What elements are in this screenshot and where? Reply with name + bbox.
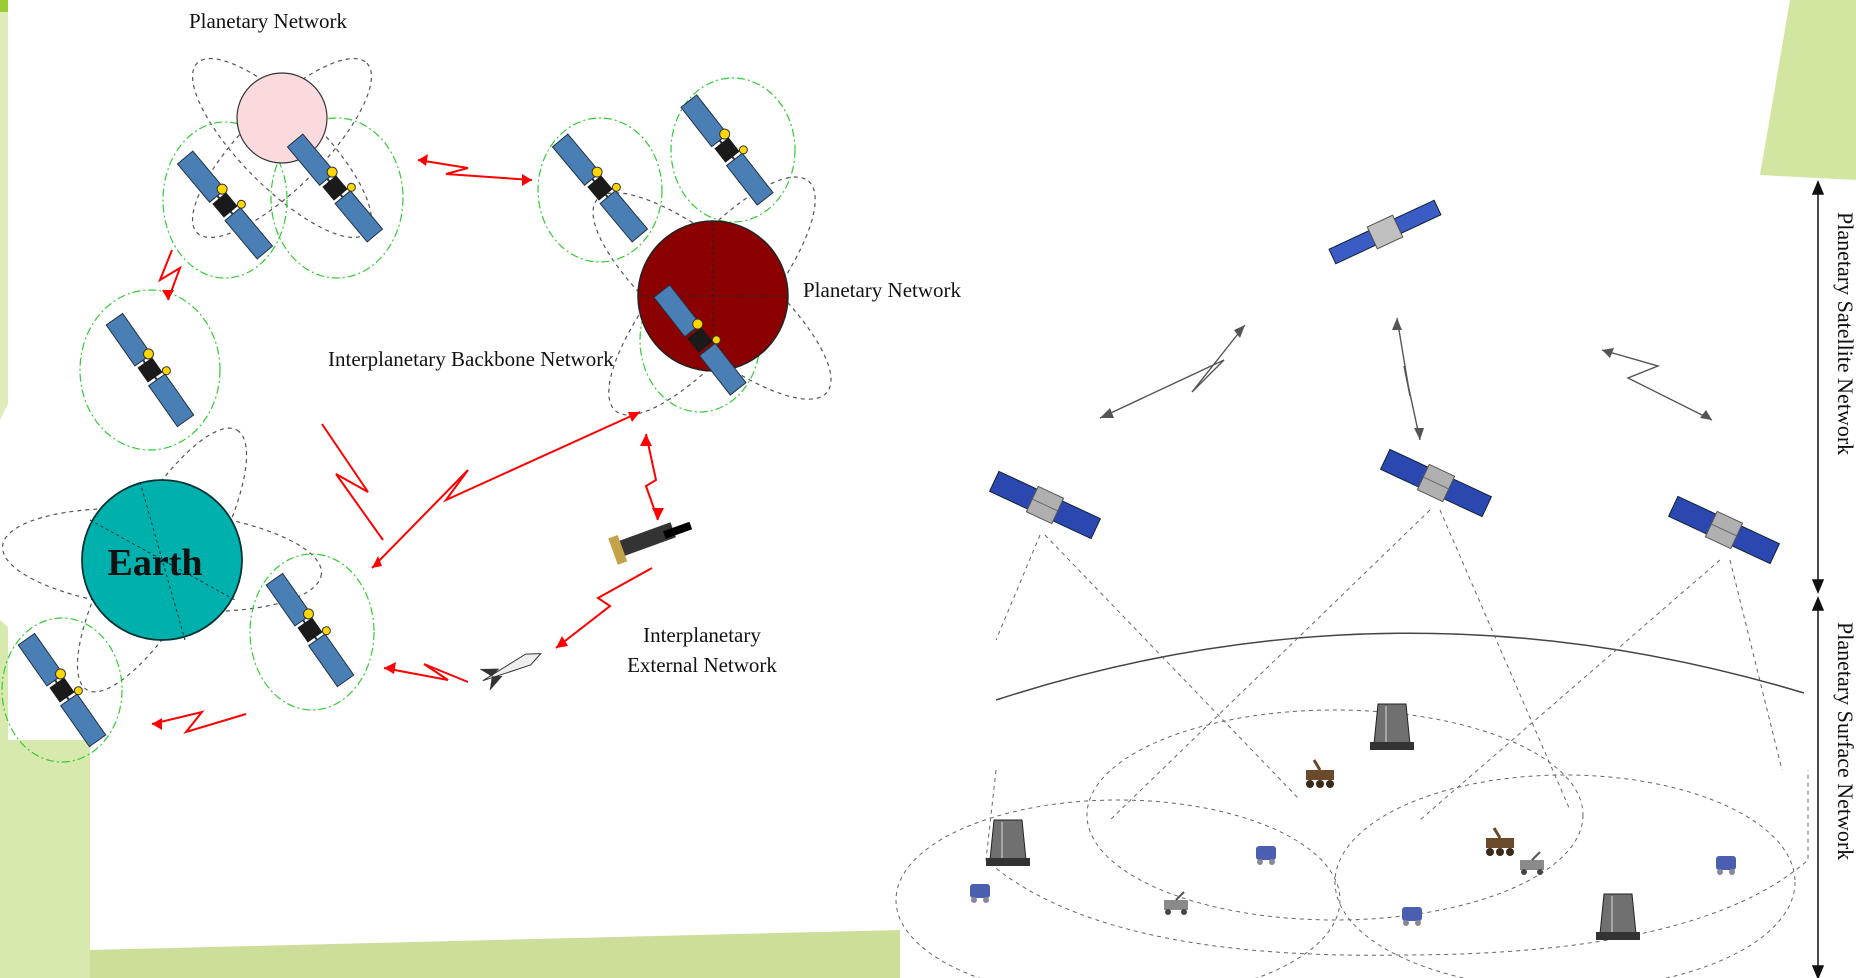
robot-icon <box>1519 851 1545 876</box>
external-network-label-line2: External Network <box>627 653 777 677</box>
coverage-beams <box>895 509 1809 978</box>
satellite-icon <box>1666 493 1782 567</box>
external-network-label-line1: Interplanetary <box>643 623 761 647</box>
backbone-network-label: Interplanetary Backbone Network <box>328 347 614 371</box>
planet-horizon <box>995 632 1805 701</box>
relay-arrowheads <box>1100 318 1712 440</box>
link-arrowheads <box>152 154 664 730</box>
planetary-network-top-label: Planetary Network <box>189 9 348 33</box>
satellite-network-label: Planetary Satellite Network <box>1833 212 1856 455</box>
rover-icon <box>1304 758 1336 790</box>
right-diagram: Planetary Satellite Network Planetary Su… <box>895 180 1856 978</box>
link-arrows <box>151 159 659 734</box>
satellite-halos <box>1 77 796 763</box>
robot-icon <box>1256 846 1276 865</box>
orbiter-icon <box>1328 199 1442 265</box>
earth-label: Earth <box>108 542 203 584</box>
lander-icon <box>1369 703 1415 751</box>
robot-icon <box>1716 856 1736 875</box>
range-indicators <box>1811 180 1825 978</box>
rover-icon <box>1484 826 1516 858</box>
earth-planet <box>81 479 243 641</box>
satellite-icon <box>987 468 1103 542</box>
surface-network-label: Planetary Surface Network <box>1833 622 1856 860</box>
relay-links <box>1099 317 1713 441</box>
robot-icon <box>970 884 990 903</box>
lander-icon <box>985 819 1031 867</box>
lander-icon <box>1595 893 1641 941</box>
planetary-network-right-label: Planetary Network <box>803 278 962 302</box>
robot-icon <box>1402 907 1422 926</box>
satellite-icon <box>1378 446 1494 520</box>
space-station-icon <box>608 521 693 565</box>
